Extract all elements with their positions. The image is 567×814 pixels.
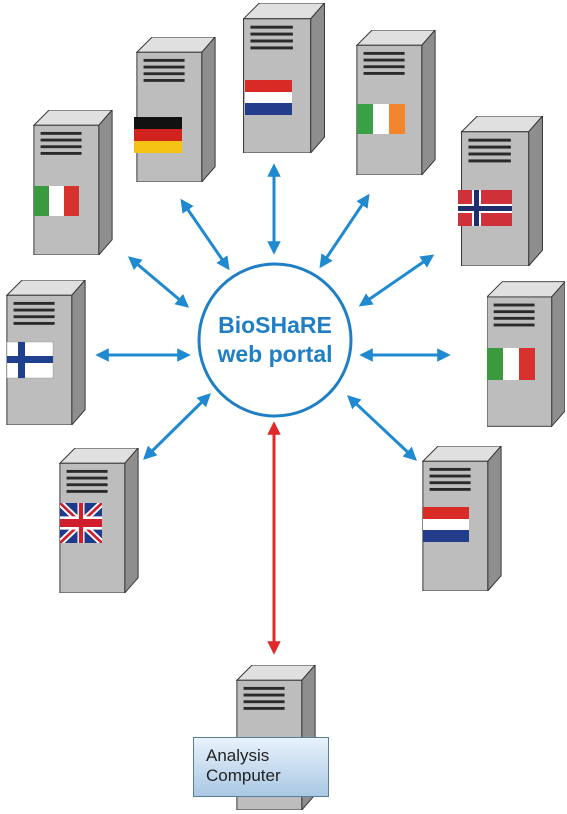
arrow-germany (180, 198, 230, 271)
flag-netherlands-icon (423, 507, 469, 542)
server-netherlands-bottom (422, 446, 502, 591)
flag-norway-icon (458, 190, 512, 226)
server-ireland (356, 30, 436, 175)
flag-ireland-icon (357, 104, 405, 134)
portal-circle (197, 262, 353, 418)
server-finland (6, 280, 86, 425)
portal-node: BioSHaRE web portal (197, 262, 353, 418)
analysis-label-line2: Computer (206, 766, 281, 785)
flag-finland-icon (6, 341, 54, 379)
server-italy-right (487, 281, 565, 427)
connection-arrows (95, 163, 451, 655)
server-norway (458, 116, 543, 266)
arrow-norway (358, 254, 435, 307)
arrow-netherlands-bottom (347, 395, 417, 461)
server-germany (134, 37, 216, 182)
arrow-uk (143, 393, 211, 460)
analysis-computer-label: Analysis Computer (193, 737, 329, 797)
flag-united-kingdom-icon (60, 503, 102, 543)
arrow-ireland (319, 193, 370, 269)
portal-title-line2: web portal (216, 341, 332, 367)
flag-germany-icon (134, 117, 182, 153)
flag-italy-icon (34, 186, 79, 216)
server-italy-top-left (33, 110, 113, 255)
analysis-label-line1: Analysis (206, 746, 270, 765)
portal-title-line1: BioSHaRE (218, 312, 332, 338)
server-united-kingdom (59, 448, 139, 593)
arrow-italy-top (127, 256, 190, 308)
flag-netherlands-icon (245, 80, 292, 115)
flag-italy-icon (487, 348, 535, 380)
server-netherlands-top (243, 3, 325, 153)
